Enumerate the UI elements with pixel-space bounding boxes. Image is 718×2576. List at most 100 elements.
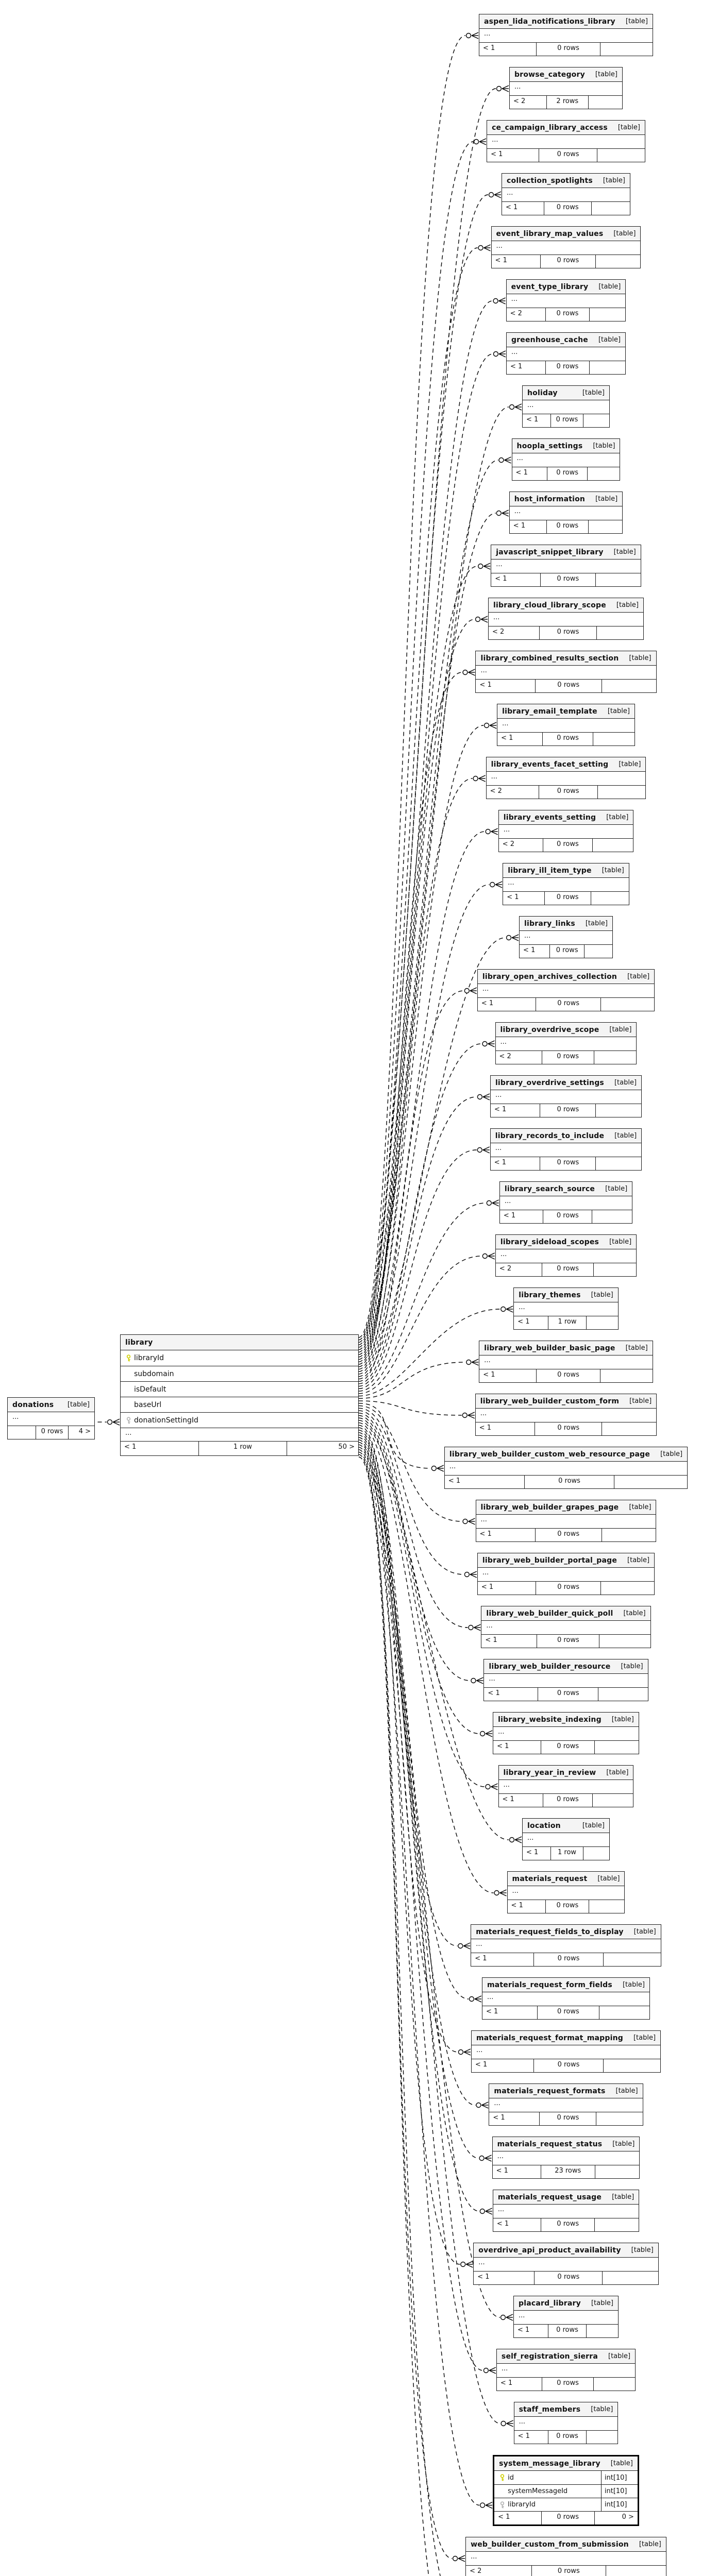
table-header: location [table] [523, 1819, 609, 1833]
table-node[interactable]: ce_campaign_library_access [table] ... <… [487, 120, 645, 162]
table-name: collection_spotlights [507, 176, 593, 185]
table-node[interactable]: library_web_builder_basic_page [table] .… [479, 1341, 653, 1383]
table-node[interactable]: library_links [table] ... < 1 0 rows [519, 916, 613, 958]
table-footer: < 1 0 rows [503, 891, 629, 905]
footer-parent-count: < 1 [512, 467, 548, 480]
table-node[interactable]: overdrive_api_product_availability [tabl… [473, 2243, 659, 2285]
table-node[interactable]: library_records_to_include [table] ... <… [490, 1128, 642, 1171]
footer-parent-count: < 1 [493, 1741, 542, 1754]
table-node[interactable]: library_website_indexing [table] ... < 1… [493, 1712, 639, 1754]
footer-row-count: 0 rows [534, 2059, 604, 2072]
table-node[interactable]: library_events_setting [table] ... < 2 0… [498, 810, 634, 852]
table-node[interactable]: placard_library [table] ... < 1 0 rows [513, 2296, 619, 2338]
table-node[interactable]: materials_request_status [table] ... < 1… [492, 2137, 640, 2179]
table-node[interactable]: library_ill_item_type [table] ... < 1 0 … [503, 863, 629, 905]
library-table-node[interactable]: library libraryId subdomain isDefault ba… [120, 1334, 359, 1456]
donations-table-node[interactable]: donations [table] ... 0 rows 4 > [7, 1397, 95, 1439]
columns-ellipsis: ... [497, 2153, 504, 2160]
columns-ellipsis: ... [484, 1357, 491, 1364]
table-node[interactable]: library_year_in_review [table] ... < 1 0… [498, 1765, 634, 1807]
table-node[interactable]: javascript_snippet_library [table] ... <… [491, 545, 641, 587]
column-name: libraryId [134, 1354, 164, 1362]
table-node[interactable]: materials_request_form_fields [table] ..… [481, 1977, 650, 2020]
table-node[interactable]: library_overdrive_scope [table] ... < 2 … [495, 1022, 637, 1064]
table-node[interactable]: host_information [table] ... < 1 0 rows [509, 492, 623, 534]
table-footer: < 1 0 rows [512, 467, 620, 480]
table-footer: < 1 0 rows [513, 2324, 619, 2337]
table-header: library_themes [table] [514, 1288, 618, 1302]
footer-row-count: 0 rows [547, 467, 588, 480]
table-node[interactable]: hoopla_settings [table] ... < 1 0 rows [511, 438, 621, 481]
table-row: web_builder_custom_from_submission [tabl… [419, 2537, 713, 2576]
table-node[interactable]: library_sideload_scopes [table] ... < 2 … [495, 1234, 637, 1277]
footer-child-count [597, 149, 645, 162]
table-name: browse_category [514, 70, 585, 79]
columns-ellipsis: ... [449, 1463, 456, 1470]
table-type-tag: [table] [67, 1401, 90, 1409]
table-header: library_year_in_review [table] [498, 1766, 633, 1780]
foreign-key-icon [124, 1416, 133, 1424]
table-footer: < 1 0 rows [498, 1793, 633, 1807]
table-node[interactable]: library_cloud_library_scope [table] ... … [488, 598, 644, 640]
footer-row-count: 0 rows [536, 1529, 602, 1541]
table-footer: < 1 0 rows [490, 1104, 642, 1117]
table-node[interactable]: library_search_source [table] ... < 1 0 … [499, 1181, 633, 1224]
footer-row-count: 0 rows [542, 2378, 594, 2391]
columns-ellipsis: ... [471, 2553, 477, 2561]
footer-child-count [594, 1051, 637, 1064]
table-row: javascript_snippet_library [table] ... <… [419, 545, 713, 587]
table-node[interactable]: library_events_facet_setting [table] ...… [486, 757, 646, 799]
column-type: int[10] [600, 2498, 638, 2511]
table-node[interactable]: web_builder_custom_from_submission [tabl… [465, 2537, 666, 2576]
table-row: library_events_setting [table] ... < 2 0… [419, 810, 713, 852]
table-node[interactable]: self_registration_sierra [table] ... < 1… [496, 2349, 636, 2391]
table-footer: < 1 0 rows [444, 1475, 688, 1488]
column-type: int[10] [600, 2471, 638, 2484]
column-row: subdomain [121, 1366, 358, 1381]
table-node[interactable]: library_web_builder_custom_web_resource_… [444, 1447, 688, 1489]
table-node[interactable]: location [table] ... < 1 1 row [522, 1818, 610, 1860]
table-row: library_links [table] ... < 1 0 rows [419, 916, 713, 958]
table-node[interactable]: library_web_builder_portal_page [table] … [477, 1553, 655, 1595]
table-node[interactable]: library_web_builder_grapes_page [table] … [475, 1500, 657, 1542]
table-row: library_web_builder_custom_web_resource_… [419, 1447, 713, 1489]
table-node[interactable]: greenhouse_cache [table] ... < 1 0 rows [506, 332, 626, 375]
table-header: materials_request_form_fields [table] [482, 1978, 650, 1992]
table-node[interactable]: aspen_lida_notifications_library [table]… [479, 14, 653, 56]
table-name: materials_request_formats [494, 2087, 606, 2095]
table-row: library_sideload_scopes [table] ... < 2 … [419, 1234, 713, 1277]
table-node[interactable]: materials_request_usage [table] ... < 1 … [492, 2190, 640, 2232]
table-node[interactable]: library_web_builder_resource [table] ...… [483, 1659, 648, 1701]
table-node[interactable]: collection_spotlights [table] ... < 1 0 … [502, 173, 630, 215]
table-node[interactable]: library_open_archives_collection [table]… [477, 969, 655, 1011]
footer-child-count [593, 839, 633, 852]
table-node[interactable]: materials_request [table] ... < 1 0 rows [507, 1871, 625, 1913]
table-node[interactable]: materials_request_fields_to_display [tab… [471, 1924, 661, 1967]
footer-row-count: 0 rows [537, 1635, 600, 1648]
table-name: placard_library [518, 2299, 581, 2308]
table-footer: < 1 23 rows [492, 2165, 640, 2178]
table-node[interactable]: holiday [table] ... < 1 0 rows [522, 385, 610, 428]
footer-parent-count: < 2 [499, 839, 543, 852]
columns-ellipsis: ... [476, 1940, 482, 1948]
table-node[interactable]: browse_category [table] ... < 2 2 rows [509, 67, 623, 109]
table-type-tag: [table] [627, 973, 650, 980]
footer-row-count: 0 rows [539, 149, 598, 162]
table-node[interactable]: library_overdrive_settings [table] ... <… [490, 1075, 642, 1117]
table-node[interactable]: materials_request_formats [table] ... < … [489, 2083, 643, 2126]
footer-child-count [599, 1635, 650, 1648]
table-node[interactable]: library_email_template [table] ... < 1 0… [497, 704, 635, 746]
table-node[interactable]: event_library_map_values [table] ... < 1… [491, 226, 641, 268]
table-node[interactable]: materials_request_format_mapping [table]… [471, 2030, 661, 2073]
table-row: library_cloud_library_scope [table] ... … [419, 598, 713, 640]
table-node[interactable]: event_type_library [table] ... < 2 0 row… [506, 279, 626, 321]
table-node[interactable]: library_themes [table] ... < 1 1 row [513, 1287, 619, 1330]
table-node[interactable]: library_web_builder_quick_poll [table] .… [481, 1606, 651, 1648]
columns-ellipsis: ... [527, 1834, 534, 1842]
table-node[interactable]: library_combined_results_section [table]… [475, 651, 657, 693]
footer-parent-count: < 1 [479, 1369, 537, 1382]
table-node[interactable]: staff_members [table] ... < 1 0 rows [513, 2402, 619, 2444]
table-node[interactable]: library_web_builder_custom_form [table] … [475, 1394, 657, 1436]
footer-parent-count: < 1 [479, 43, 537, 56]
